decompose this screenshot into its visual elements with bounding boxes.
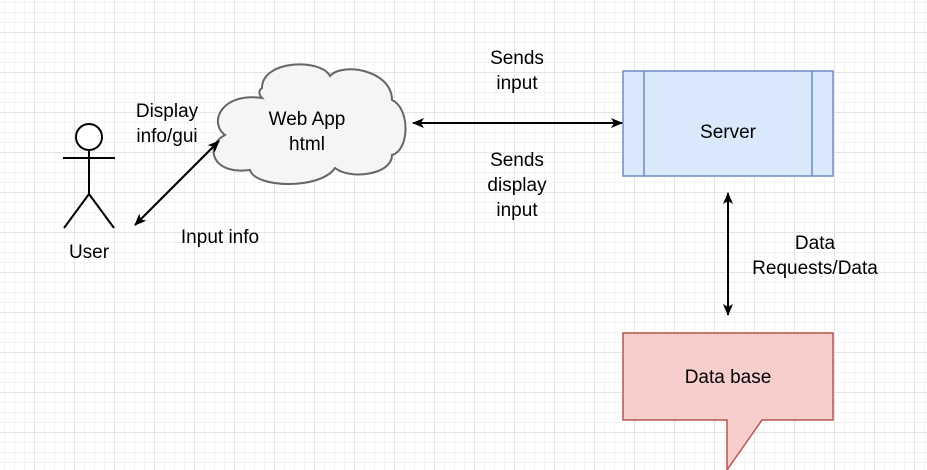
actor-left-leg xyxy=(63,193,90,229)
sends-input-label: Sends input xyxy=(490,48,544,94)
data-requests-label: Data Requests/Data xyxy=(752,233,878,279)
user-webapp-connector[interactable] xyxy=(134,140,220,226)
actor-right-leg xyxy=(88,193,115,229)
server-box xyxy=(622,70,834,177)
user-actor-icon[interactable] xyxy=(63,123,115,229)
database-callout-shape[interactable] xyxy=(622,332,834,470)
user-label: User xyxy=(68,242,110,263)
web-app-cloud-shape[interactable] xyxy=(212,63,407,185)
sends-display-input-label: Sends display input xyxy=(487,150,547,221)
server-label: Server xyxy=(700,122,756,143)
web-app-label: Web App html xyxy=(268,109,346,155)
server-shape[interactable] xyxy=(622,70,834,177)
database-label: Data base xyxy=(684,367,772,388)
display-info-label: Display info/gui xyxy=(135,101,199,147)
input-info-label: Input info xyxy=(180,227,260,248)
actor-head xyxy=(75,123,103,151)
